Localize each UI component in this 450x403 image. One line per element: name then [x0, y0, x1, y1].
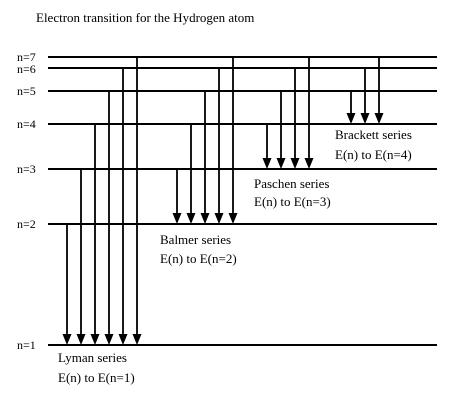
level-label-n2: n=2 — [17, 217, 36, 231]
level-label-n7: n=7 — [17, 50, 36, 64]
level-label-n3: n=3 — [17, 162, 36, 176]
arrow-balmer-n6-head — [214, 213, 224, 224]
series-name-paschen: Paschen series — [254, 176, 329, 191]
arrow-balmer-n7-head — [228, 213, 238, 224]
arrow-balmer-n5-head — [200, 213, 210, 224]
level-label-n1: n=1 — [17, 338, 36, 352]
arrow-paschen-n4-head — [262, 158, 272, 169]
series-range-balmer: E(n) to E(n=2) — [160, 251, 237, 266]
arrow-brackett-n5-head — [346, 113, 356, 124]
series-name-brackett: Brackett series — [335, 127, 412, 142]
arrow-paschen-n6-head — [290, 158, 300, 169]
arrow-brackett-n7-head — [374, 113, 384, 124]
arrow-brackett-n6-head — [360, 113, 370, 124]
arrow-lyman-n4-head — [90, 334, 100, 345]
level-label-n6: n=6 — [17, 62, 36, 76]
arrow-balmer-n3-head — [172, 213, 182, 224]
series-labels: Lyman series E(n) to E(n=1) Balmer serie… — [58, 127, 412, 385]
diagram-title: Electron transition for the Hydrogen ato… — [36, 10, 254, 25]
level-label-n4: n=4 — [17, 117, 36, 131]
arrow-lyman-n7-head — [132, 334, 142, 345]
energy-levels: n=7 n=6 n=5 n=4 n=3 n=2 n=1 — [17, 50, 437, 352]
arrow-paschen-n7-head — [304, 158, 314, 169]
series-name-lyman: Lyman series — [58, 350, 127, 365]
series-range-lyman: E(n) to E(n=1) — [58, 370, 135, 385]
arrow-lyman-n5-head — [104, 334, 114, 345]
arrow-paschen-n5-head — [276, 158, 286, 169]
level-label-n5: n=5 — [17, 84, 36, 98]
series-range-brackett: E(n) to E(n=4) — [335, 147, 412, 162]
transition-arrows — [62, 57, 384, 345]
arrow-lyman-n2-head — [62, 334, 72, 345]
arrow-lyman-n3-head — [76, 334, 86, 345]
series-name-balmer: Balmer series — [160, 232, 231, 247]
series-range-paschen: E(n) to E(n=3) — [254, 194, 331, 209]
arrow-lyman-n6-head — [118, 334, 128, 345]
arrow-balmer-n4-head — [186, 213, 196, 224]
